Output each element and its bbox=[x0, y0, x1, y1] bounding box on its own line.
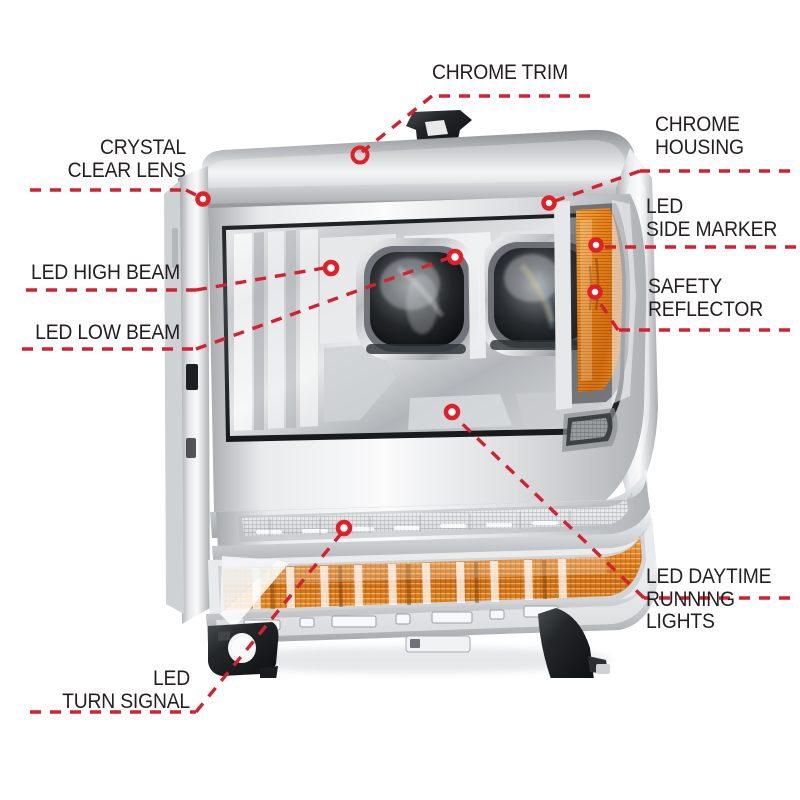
high-beam-projector bbox=[356, 238, 478, 360]
leader-safety-reflector-d bbox=[592, 293, 620, 331]
leader-high-beam-d bbox=[195, 265, 331, 292]
callout-crystal-clear-lens: CRYSTAL CLEAR LENS bbox=[67, 136, 187, 182]
led-side-marker bbox=[554, 200, 636, 410]
callout-led-turn-signal: LED TURN SIGNAL bbox=[62, 667, 190, 713]
leader-crystal-lens-d bbox=[185, 188, 203, 200]
callout-chrome-trim: CHROME TRIM bbox=[431, 61, 569, 84]
callout-led-side-marker: LED SIDE MARKER bbox=[646, 195, 778, 241]
callout-led-high-beam: LED HIGH BEAM bbox=[31, 261, 181, 284]
leader-turn-signal-d bbox=[194, 528, 346, 714]
safety-reflector bbox=[562, 408, 618, 452]
leader-chrome-trim-d bbox=[360, 94, 434, 154]
bottom-connector bbox=[405, 635, 471, 653]
right-mounting-bracket bbox=[538, 608, 610, 678]
callout-led-low-beam: LED LOW BEAM bbox=[35, 321, 180, 344]
leader-low-beam-d bbox=[195, 254, 455, 351]
leader-chrome-housing-d bbox=[551, 169, 641, 204]
callout-safety-reflector: SAFETY REFLECTOR bbox=[648, 275, 763, 321]
callout-led-daytime-running-lights: LED DAYTIME RUNNING LIGHTS bbox=[646, 565, 772, 634]
led-turn-signal bbox=[208, 518, 656, 626]
headlight-assembly-image bbox=[160, 108, 660, 678]
left-mounting-bracket bbox=[208, 622, 279, 678]
leader-drl-d bbox=[450, 412, 646, 600]
lens-flutes bbox=[234, 229, 318, 431]
callout-chrome-housing: CHROME HOUSING bbox=[655, 113, 744, 159]
